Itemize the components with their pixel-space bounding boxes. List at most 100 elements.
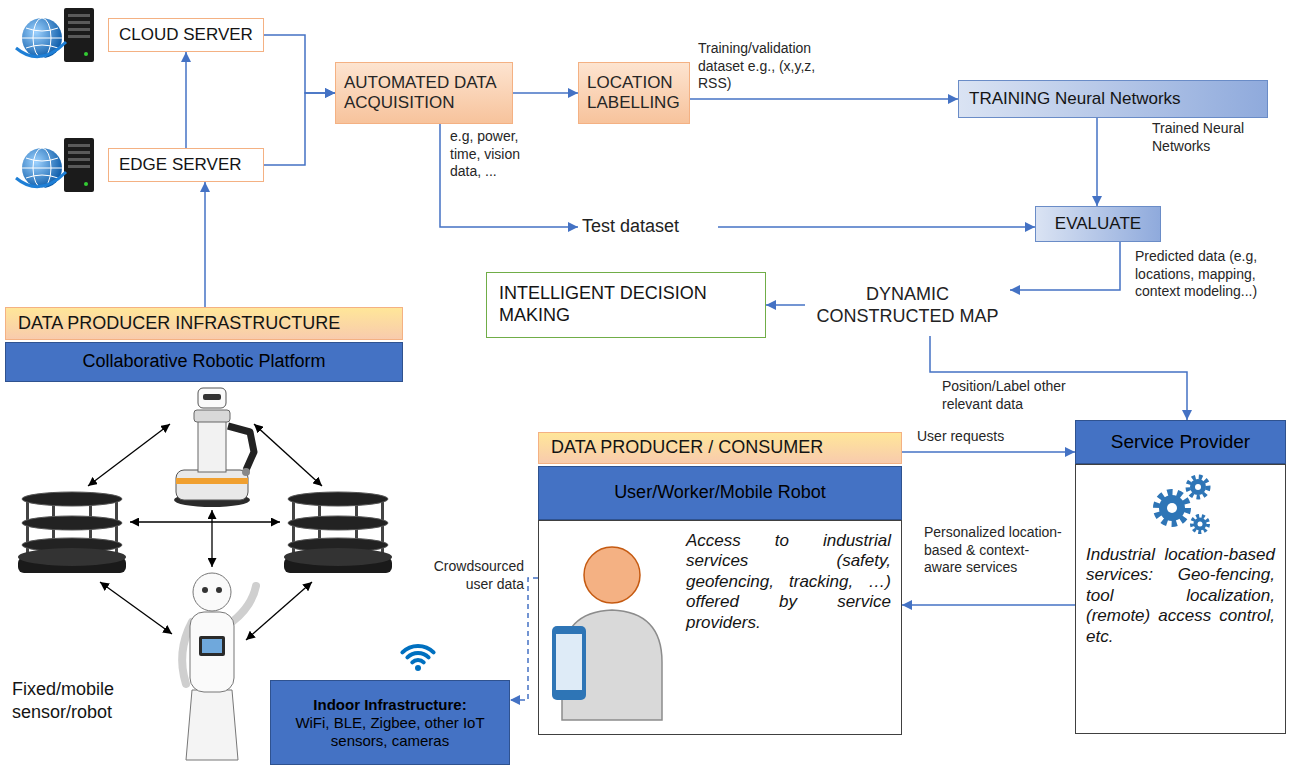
node-text: DYNAMIC CONSTRUCTED MAP <box>809 284 1006 327</box>
tiago-robot <box>242 468 250 476</box>
node-text: Industrial location-based services: Geo-… <box>1086 545 1275 647</box>
robot-link-arrows <box>246 582 312 640</box>
edge-label: Crowdsourced user data <box>426 558 526 593</box>
gears-icon <box>1190 479 1206 495</box>
robot-link-arrows <box>88 424 170 486</box>
connector-arrow <box>204 182 206 307</box>
pepper-robot <box>232 586 256 622</box>
process-box: TRAINING Neural Networks <box>958 80 1268 118</box>
edge-label: Position/Label other relevant data <box>940 378 1119 413</box>
robot-link-arrows <box>100 582 172 634</box>
wifi-icon <box>412 660 423 662</box>
gears-icon <box>1194 518 1207 531</box>
connector-arrow <box>1096 118 1098 206</box>
wifi-icon <box>402 646 433 671</box>
content-box: Access to industrial services (safety, g… <box>538 520 902 735</box>
person-icon <box>552 626 586 700</box>
connector-arrow <box>718 226 1035 228</box>
tiago-robot <box>176 478 248 484</box>
pepper-robot <box>193 573 231 611</box>
gears-icon <box>1157 477 1208 532</box>
turtlebot-robot <box>284 492 392 573</box>
process-box: LOCATION LABELLING <box>578 62 690 124</box>
connector-arrow <box>185 52 187 148</box>
pepper-robot <box>182 573 256 760</box>
connector-arrow <box>264 93 335 165</box>
gears-icon <box>1188 477 1208 497</box>
wifi-icon <box>407 653 428 657</box>
content-box: Industrial location-based services: Geo-… <box>1075 464 1286 734</box>
edge-label: Training/validation dataset e.g., (x,y,z… <box>696 40 850 93</box>
tiago-robot <box>194 410 230 422</box>
node-text: WiFi, BLE, Zigbee, other IoT sensors, ca… <box>279 714 501 750</box>
turtlebot-robot <box>18 492 126 573</box>
connector-arrow <box>440 124 578 227</box>
connector-arrow <box>766 304 805 306</box>
tiago-robot <box>198 418 226 472</box>
server-box: CLOUD SERVER <box>108 18 264 52</box>
gears-icon <box>1195 484 1201 490</box>
cloud-server-icon <box>16 8 94 62</box>
tiago-robot <box>198 388 226 408</box>
node-text: Service Provider <box>1086 431 1275 454</box>
node-text: AUTOMATED DATA ACQUISITION <box>344 73 504 114</box>
header-band: DATA PRODUCER INFRASTRUCTURE <box>5 307 403 340</box>
node-text: Access to industrial services (safety, g… <box>686 531 891 633</box>
node-text: TRAINING Neural Networks <box>969 89 1257 109</box>
annotation-label: Fixed/mobile sensor/robot <box>12 678 147 723</box>
node-text: Indoor Infrastructure: <box>279 696 501 714</box>
robot-link-arrows <box>130 521 280 522</box>
node-text: EDGE SERVER <box>119 155 253 175</box>
connector-arrow <box>510 578 538 700</box>
edge-label: Trained Neural Networks <box>1150 120 1289 155</box>
node-text: DATA PRODUCER / CONSUMER <box>551 437 889 459</box>
header-band: DATA PRODUCER / CONSUMER <box>538 432 902 464</box>
gears-icon <box>1192 516 1208 532</box>
connector-arrow <box>690 98 958 100</box>
gears-icon <box>1159 495 1185 521</box>
node-text: User/Worker/Mobile Robot <box>549 482 891 504</box>
wifi-icon <box>415 665 421 671</box>
node-text: CLOUD SERVER <box>119 25 253 45</box>
platform-band: Collaborative Robotic Platform <box>5 342 403 382</box>
connector-arrow <box>902 604 1075 606</box>
tiago-robot <box>176 470 248 500</box>
edge-label: Predicted data (e.g, locations, mapping,… <box>1133 248 1289 301</box>
person-icon <box>584 547 640 603</box>
wifi-icon <box>402 646 433 652</box>
tiago-robot <box>174 388 254 507</box>
connector-arrow <box>513 92 578 94</box>
node-text: INTELLIGENT DECISION MAKING <box>499 283 753 326</box>
connector-arrow <box>1010 242 1120 290</box>
infrastructure-box: Indoor Infrastructure:WiFi, BLE, Zigbee,… <box>270 680 510 765</box>
gears-icon <box>1157 493 1187 523</box>
person-icon <box>552 547 662 720</box>
person-icon <box>556 634 582 690</box>
pepper-robot <box>190 612 234 692</box>
node-text: DATA PRODUCER INFRASTRUCTURE <box>18 313 390 335</box>
robot-link-arrows <box>88 424 322 640</box>
connector-arrow <box>264 35 335 93</box>
connector-arrow <box>930 336 1187 420</box>
server-box: EDGE SERVER <box>108 148 264 182</box>
dataset-node: Test dataset <box>578 212 718 242</box>
node-text: Test dataset <box>582 216 714 238</box>
role-band: User/Worker/Mobile Robot <box>538 466 902 520</box>
process-box: AUTOMATED DATA ACQUISITION <box>335 62 513 124</box>
process-box: EVALUATE <box>1035 206 1161 242</box>
provider-band: Service Provider <box>1075 420 1286 464</box>
map-node: DYNAMIC CONSTRUCTED MAP <box>805 276 1010 336</box>
tiago-robot <box>203 394 221 400</box>
pepper-robot <box>199 636 225 656</box>
robot-link-arrows <box>254 424 322 486</box>
pepper-robot <box>216 587 222 593</box>
node-text: Collaborative Robotic Platform <box>16 351 392 373</box>
decision-box: INTELLIGENT DECISION MAKING <box>486 272 766 338</box>
edge-label: e.g, power, time, vision data, ... <box>448 128 534 181</box>
gears-icon <box>1167 503 1177 513</box>
edge-server-icon <box>16 138 94 192</box>
edge-label: Personalized location-based & context-aw… <box>922 524 1066 577</box>
tiago-robot <box>228 426 254 470</box>
